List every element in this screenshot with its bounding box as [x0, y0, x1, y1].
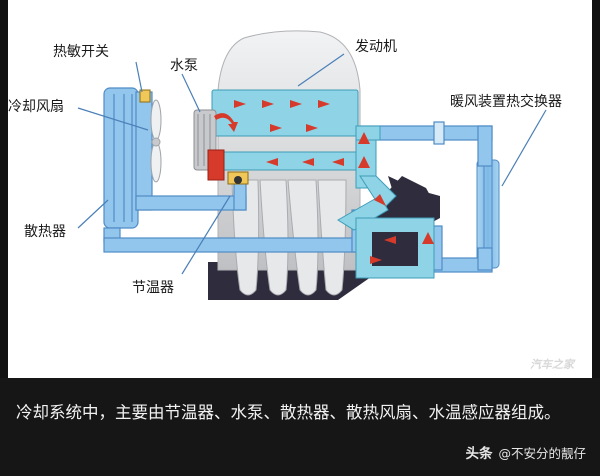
source-attribution: 头条 @不安分的靓仔 — [466, 442, 587, 462]
thermostat-label: 节温器 — [132, 280, 174, 296]
watermark-logo: 汽车之家 — [530, 358, 574, 371]
thermo-switch-label: 热敏开关 — [53, 44, 109, 60]
radiator-label: 散热器 — [24, 224, 66, 240]
water-pump-label: 水泵 — [170, 58, 198, 74]
heater-core-label: 暖风装置热交换器 — [450, 94, 562, 110]
cooling-fan — [150, 99, 162, 183]
caption-panel: 冷却系统中，主要由节温器、水泵、散热器、散热风扇、水温感应器组成。 头条 @不安… — [0, 378, 600, 476]
thermo-switch — [139, 89, 151, 103]
flow-arrows — [214, 100, 434, 264]
thermostat — [227, 171, 249, 185]
cooling-system-diagram: 发动机 水泵 热敏开关 冷却风扇 暖风装置热交换器 散热器 节温器 汽车之家 — [8, 0, 592, 378]
coolant-jacket — [211, 89, 435, 279]
cooling-fan-label: 冷却风扇 — [8, 99, 64, 115]
caption-text: 冷却系统中，主要由节温器、水泵、散热器、散热风扇、水温感应器组成。 — [16, 403, 561, 422]
diagram-graphic — [77, 30, 547, 300]
source-brand: 头条 — [465, 446, 493, 462]
water-pump — [193, 109, 225, 181]
source-author[interactable]: @不安分的靓仔 — [498, 446, 586, 461]
leader-lines — [77, 53, 547, 275]
coolant-pipes — [103, 87, 493, 273]
engine-label: 发动机 — [355, 39, 397, 55]
